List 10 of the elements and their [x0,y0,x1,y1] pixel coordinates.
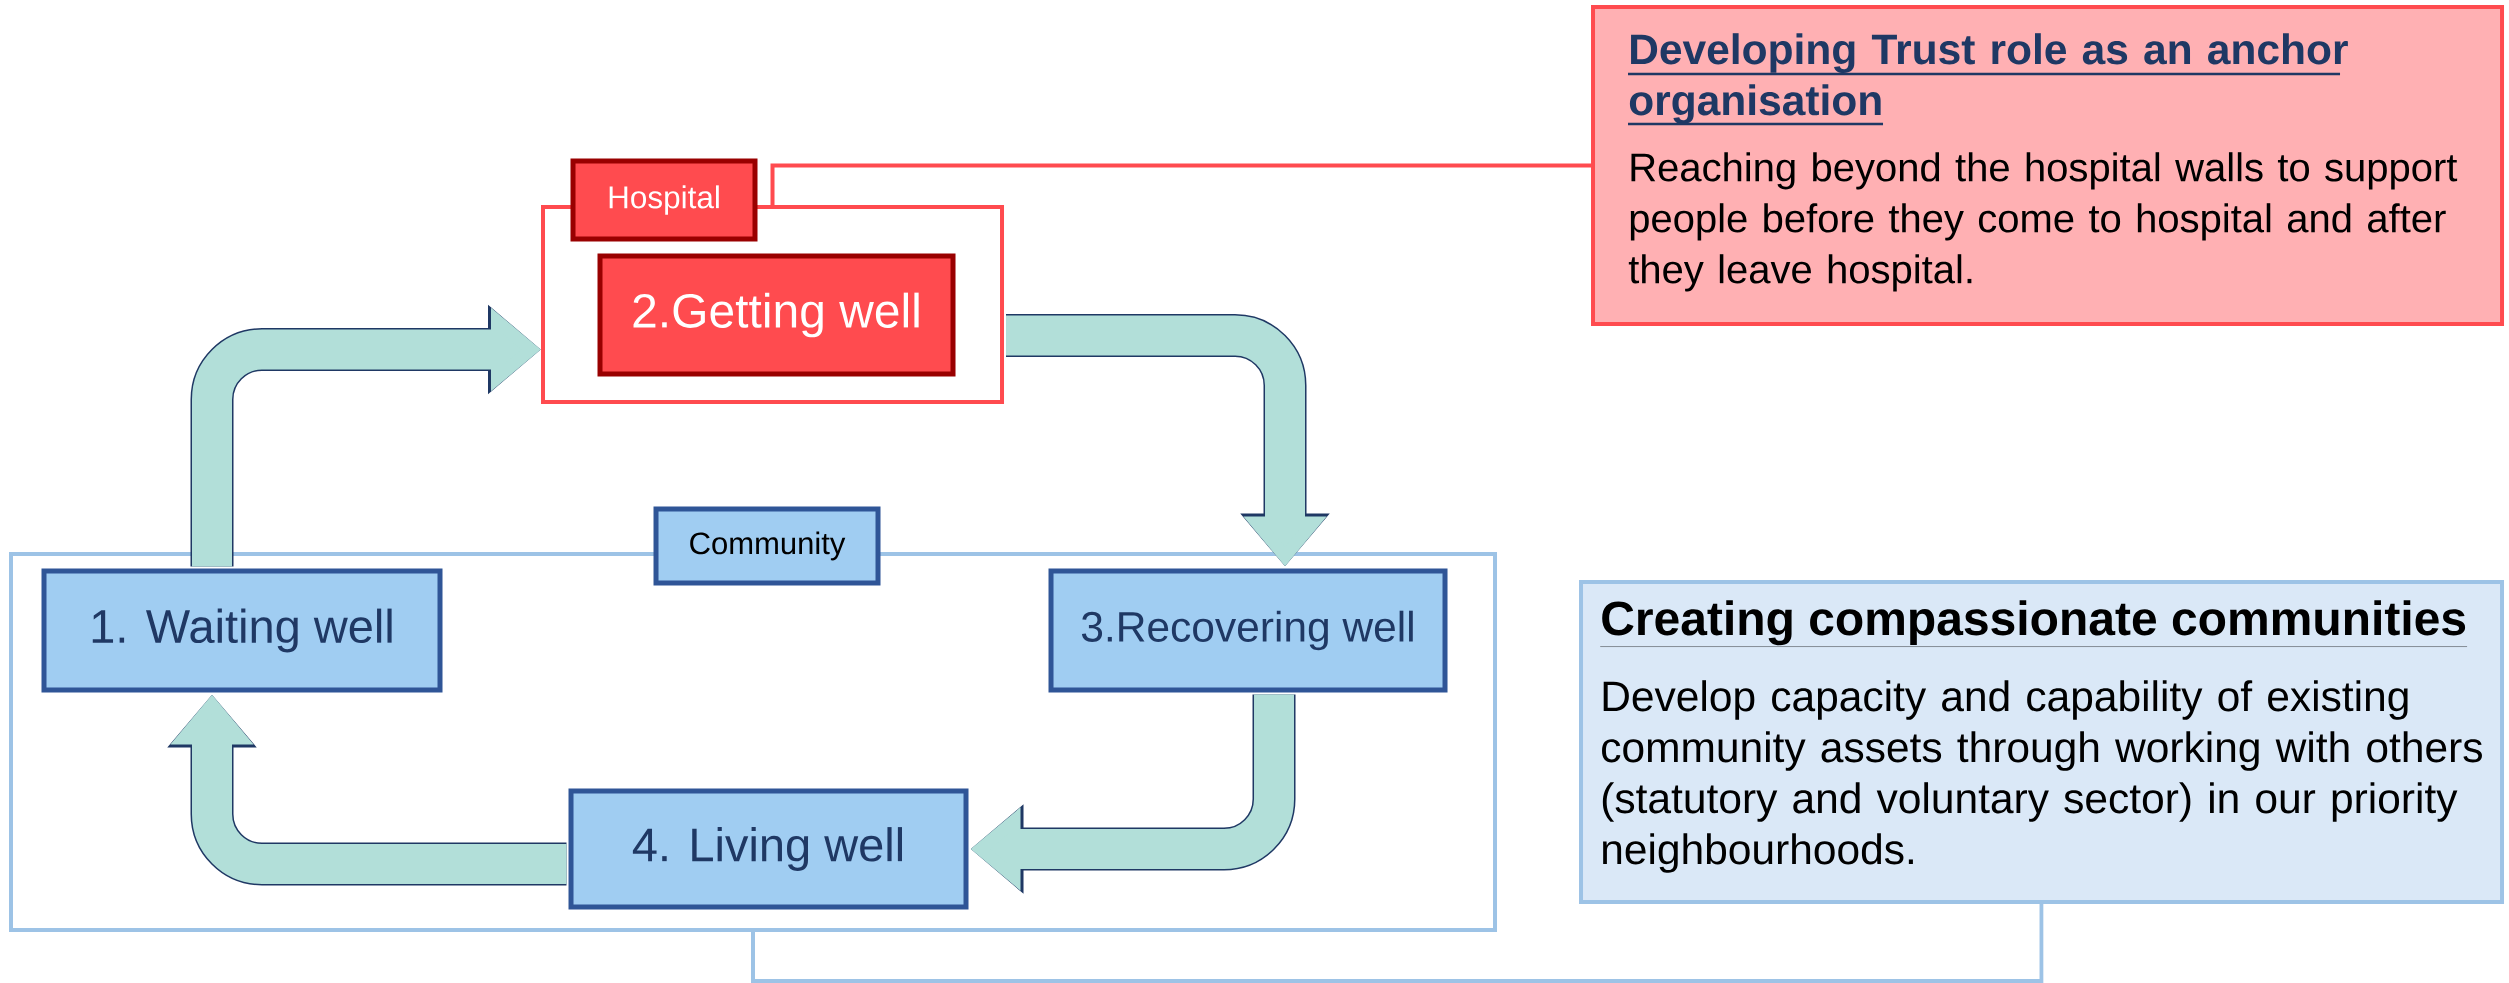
connector-line [751,904,2044,983]
info-card: Developing Trust role as an anchor organisation Reaching beyond the hospital walls to support people before they come to hospital and after they leave hospital. [1591,5,2505,326]
frame-label-tab: Hospital [570,158,758,242]
stage-box: 1. Waiting well [41,568,443,693]
connector-line [770,163,1591,205]
stage-box: 4. Living well [568,788,969,910]
info-card: Creating compassionate communities Develop capacity and capability of existing community assets through working with others (statutory and voluntary sector) in our priority neighbourhoods. [1579,580,2505,904]
stage-box: 2.Getting well [597,253,956,377]
stage-box: 3.Recovering well [1048,568,1448,693]
frame-label-tab: Community [653,506,881,586]
